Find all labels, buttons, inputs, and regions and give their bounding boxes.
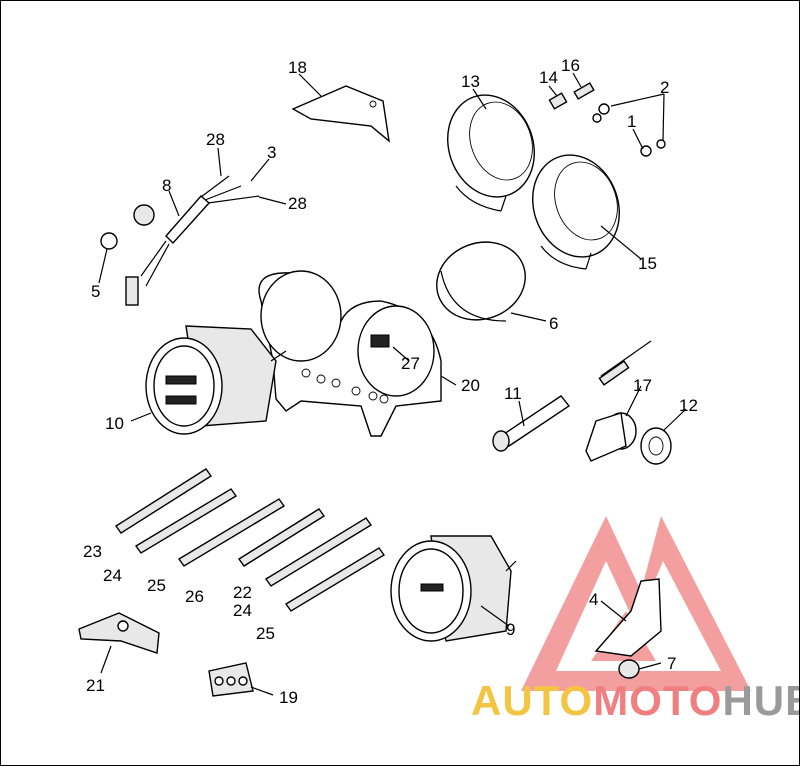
callout-10: 10 — [105, 414, 124, 433]
callout-25: 25 — [147, 576, 166, 595]
callout-19: 19 — [279, 688, 298, 707]
callout-12: 12 — [679, 396, 698, 415]
part-19-grommet-block — [208, 662, 254, 697]
callout-23: 23 — [83, 542, 102, 561]
callout-8: 8 — [162, 176, 171, 195]
part-20-gauge-panel — [258, 270, 442, 437]
callout-16: 16 — [561, 56, 580, 75]
part-7-grommet — [618, 659, 640, 679]
watermark-text: AUTOMOTOHUB — [471, 677, 799, 725]
part-17-drive — [585, 412, 637, 462]
callout-21: 21 — [86, 676, 105, 695]
callout-18: 18 — [288, 58, 307, 77]
part-10-speedometer — [145, 325, 287, 435]
bulb-sockets — [115, 468, 386, 612]
callout-5: 5 — [91, 282, 100, 301]
callout-14: 14 — [539, 68, 558, 87]
callout-22: 22 — [233, 583, 252, 602]
callout-27: 27 — [401, 354, 420, 373]
callout-28-b: 28 — [288, 194, 307, 213]
part-13-housing-ring — [447, 94, 535, 212]
callout-3: 3 — [267, 143, 276, 162]
part-12-washer — [640, 427, 672, 465]
callout-15: 15 — [638, 254, 657, 273]
part-6-bezel — [436, 241, 526, 322]
part-18-bracket — [291, 85, 390, 143]
watermark-moto: MOTO — [593, 677, 723, 724]
callout-6: 6 — [549, 314, 558, 333]
watermark-auto: AUTO — [471, 677, 594, 724]
part-11-cable-end — [492, 340, 652, 452]
part-9-tachometer — [390, 535, 517, 642]
callout-25-b: 25 — [256, 624, 275, 643]
callout-7: 7 — [667, 654, 676, 673]
watermark-hub: HUB — [722, 677, 799, 724]
callout-20: 20 — [461, 376, 480, 395]
callout-9: 9 — [506, 620, 515, 639]
callout-11: 11 — [504, 384, 522, 403]
callout-13: 13 — [461, 72, 480, 91]
callout-28: 28 — [206, 130, 225, 149]
part-4-bracket — [594, 578, 662, 657]
callout-17: 17 — [633, 376, 652, 395]
callout-1: 1 — [627, 112, 636, 131]
callout-26: 26 — [185, 587, 204, 606]
part-21-plate — [78, 612, 160, 654]
callout-labels: 18 13 14 16 2 1 28 3 8 28 5 15 6 27 20 1… — [83, 56, 698, 707]
part-15-housing-ring — [532, 154, 620, 270]
callout-24-b: 24 — [233, 601, 252, 620]
leader-lines — [98, 72, 687, 696]
callout-24: 24 — [103, 566, 122, 585]
callout-4: 4 — [589, 590, 598, 609]
part-8-wiring-harness — [100, 175, 260, 306]
callout-2: 2 — [660, 78, 669, 97]
hardware-bolts — [548, 82, 666, 157]
